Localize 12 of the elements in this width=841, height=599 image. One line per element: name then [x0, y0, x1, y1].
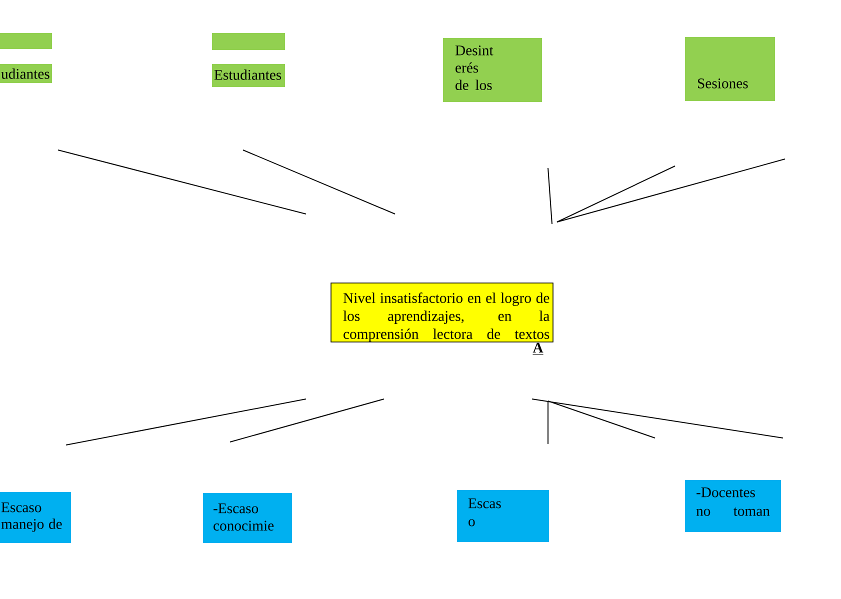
text-box: -Escaso conocimie	[203, 493, 292, 543]
empty-bar	[0, 33, 52, 49]
text-box: Sesiones	[685, 37, 776, 101]
text-box: udiantes	[0, 64, 52, 83]
text-box: Escaso manejo de	[0, 492, 71, 543]
text-box: Desint erés de los	[443, 38, 542, 102]
central-box: Nivel insatisfactorio en el logro de los aprendizajes, en la comprensión lectora de textos	[330, 282, 554, 342]
text-box: Estudiantes	[212, 64, 285, 87]
empty-bar	[212, 33, 285, 50]
text-box: Escas o	[457, 490, 549, 542]
text-box: -Docentes no toman	[685, 480, 782, 532]
label: A	[532, 342, 544, 355]
